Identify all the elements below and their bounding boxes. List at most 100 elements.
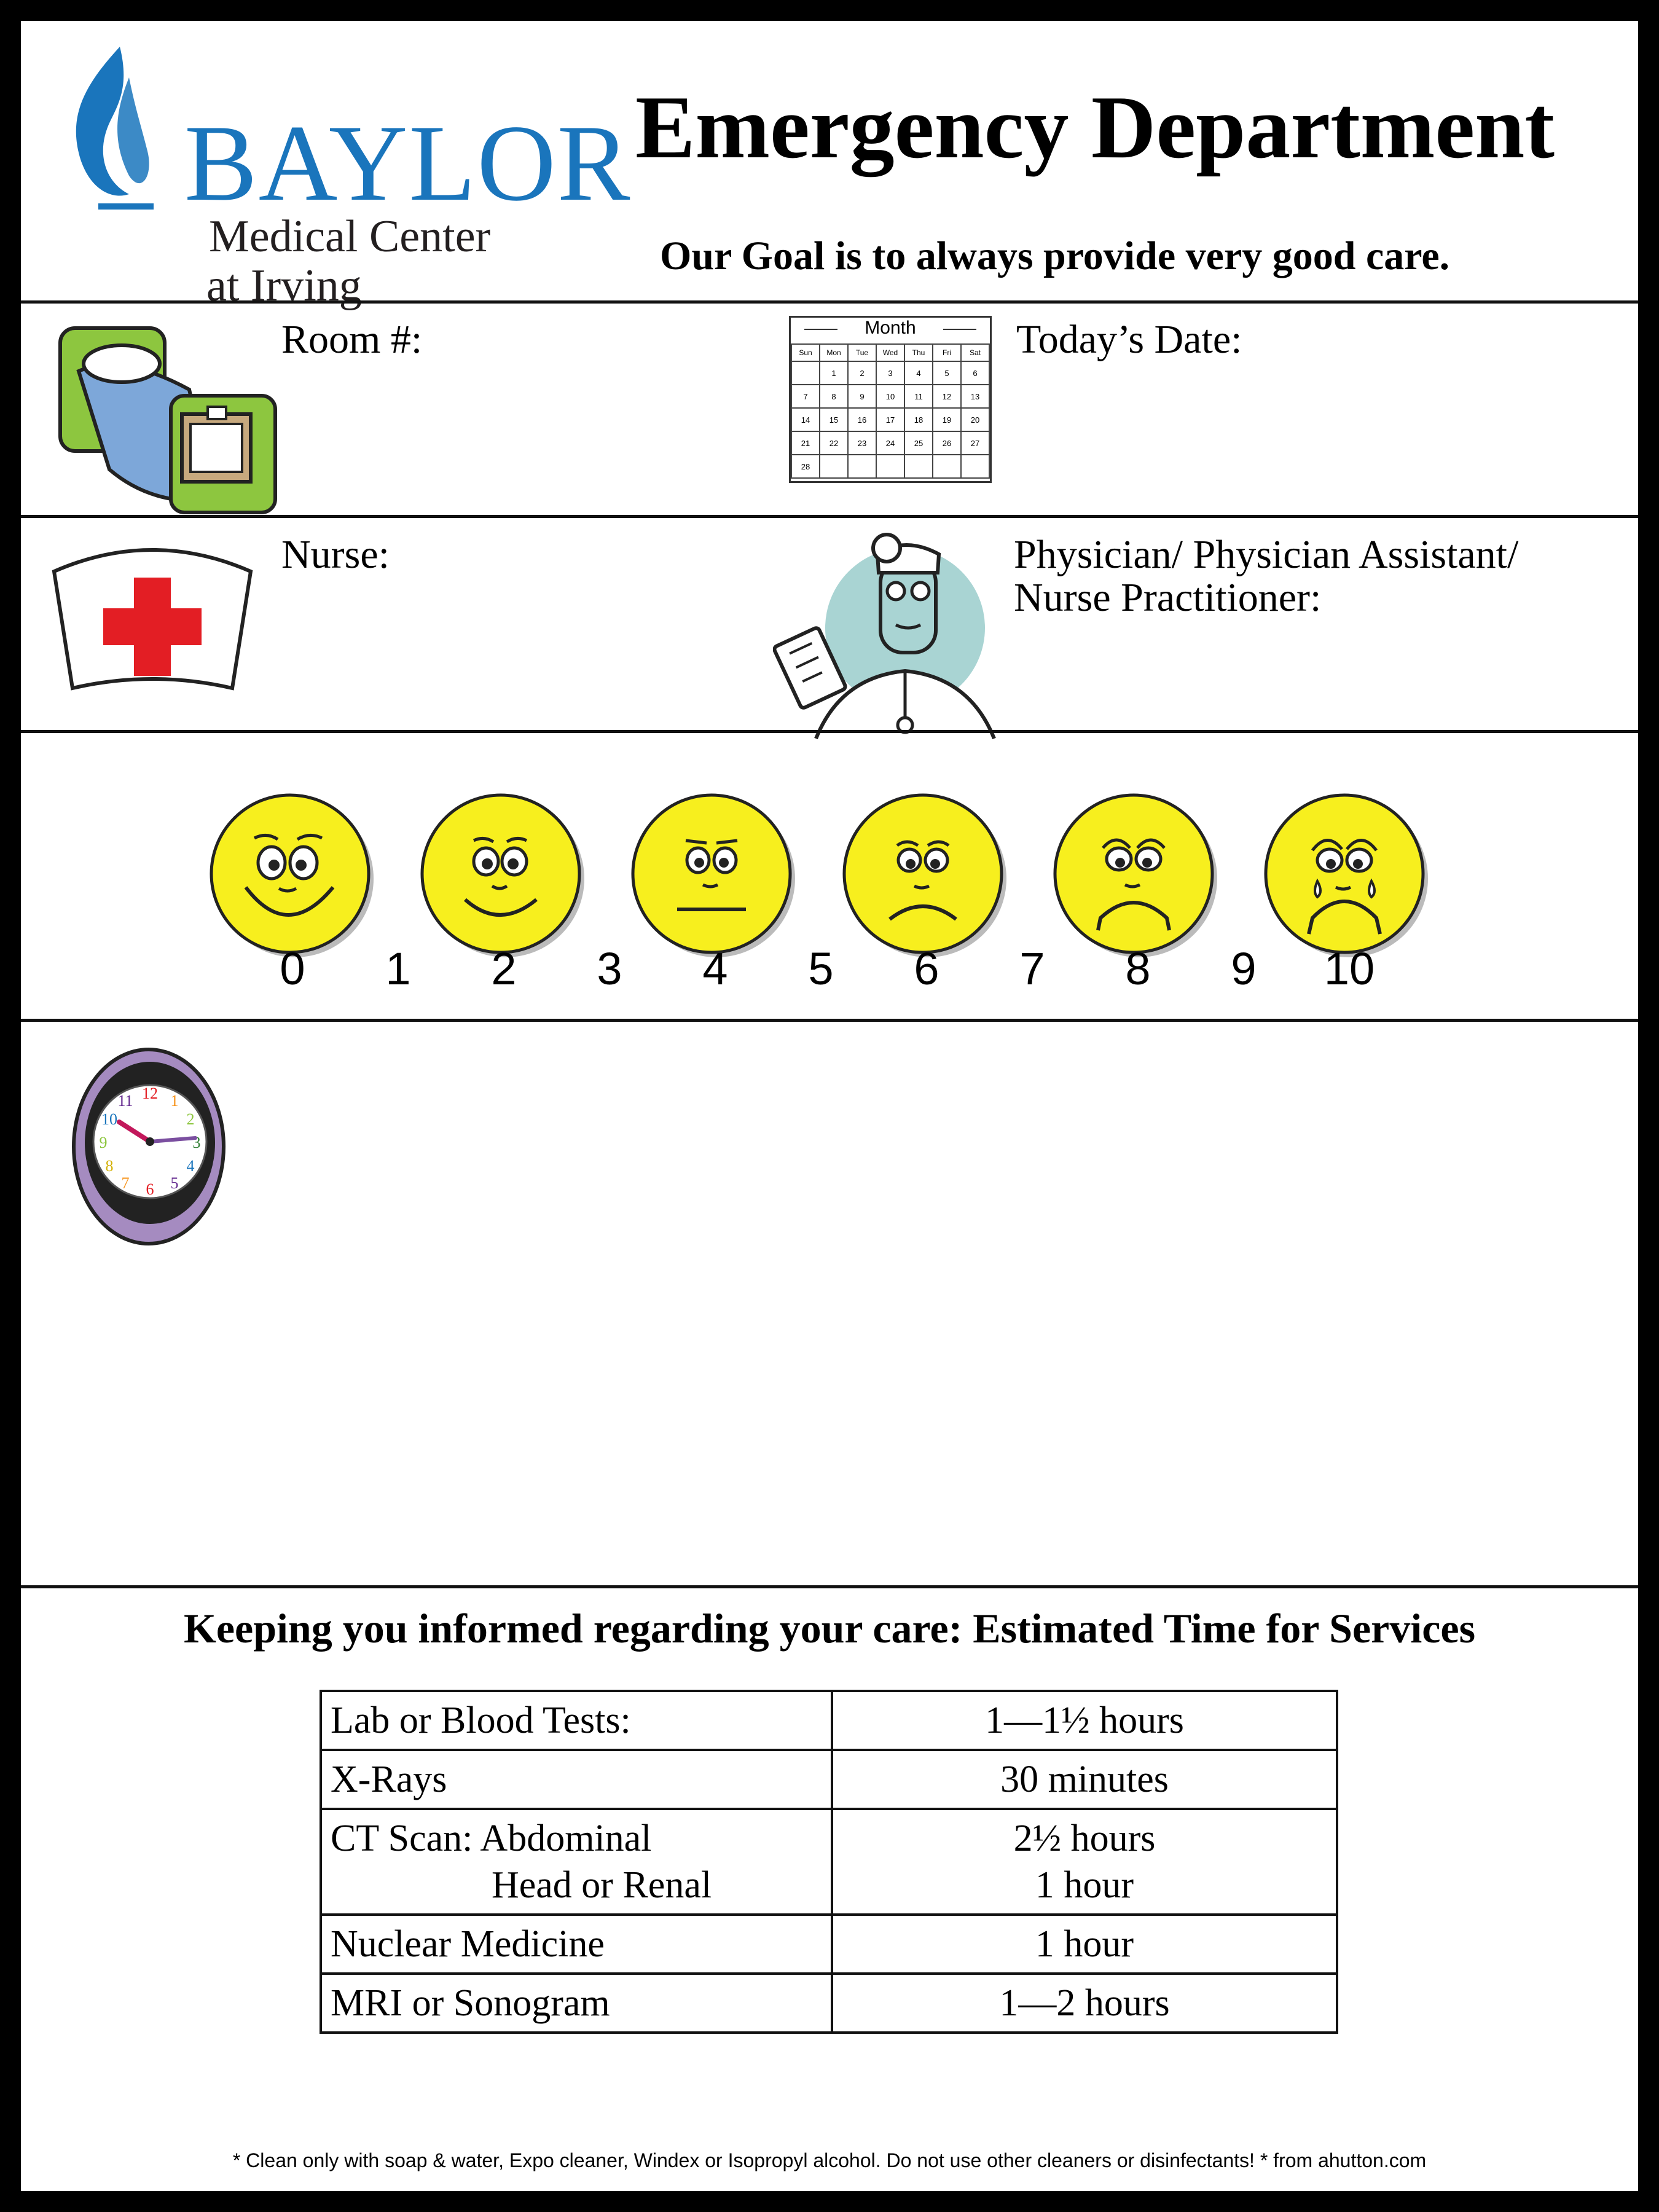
nurse-label: Nurse:	[281, 532, 390, 577]
calendar-weekday: Thu	[904, 343, 933, 362]
svg-text:1: 1	[171, 1092, 179, 1110]
calendar-weekday: Mon	[819, 343, 849, 362]
goal-statement: Our Goal is to always provide very good …	[660, 233, 1450, 278]
pain-scale-number: 5	[808, 943, 834, 994]
services-table: Lab or Blood Tests: 1—1½ hours X-Rays 30…	[320, 1690, 1338, 2034]
service-time: 30 minutes	[831, 1749, 1338, 1810]
calendar-day: 18	[904, 407, 933, 432]
calendar-day: 6	[960, 361, 990, 385]
doctor-icon	[773, 533, 996, 740]
face-no-hurt-icon	[205, 789, 377, 961]
calendar-day: 11	[904, 384, 933, 409]
pain-scale-number: 9	[1231, 943, 1257, 994]
calendar-day: 5	[932, 361, 962, 385]
calendar-day: 17	[876, 407, 905, 432]
divider	[21, 300, 1638, 304]
divider	[21, 730, 1638, 733]
physician-label-line2: Nurse Practitioner:	[1014, 575, 1322, 620]
divider	[21, 1019, 1638, 1022]
service-name: Head or Renal	[492, 1864, 712, 1906]
table-row: CT Scan: Abdominal Head or Renal 2½ hour…	[320, 1808, 1338, 1916]
divider	[21, 515, 1638, 518]
svg-text:2: 2	[187, 1110, 195, 1128]
calendar-day: 28	[791, 454, 820, 479]
calendar-day: 3	[876, 361, 905, 385]
calendar-day: 14	[791, 407, 820, 432]
calendar-day: 9	[847, 384, 877, 409]
svg-text:9: 9	[100, 1134, 108, 1151]
calendar-day: 22	[819, 431, 849, 455]
calendar-day	[960, 454, 990, 479]
calendar-month: Month	[865, 318, 916, 338]
calendar-day: 8	[819, 384, 849, 409]
svg-text:5: 5	[171, 1174, 179, 1192]
calendar-day	[932, 454, 962, 479]
calendar-day: 4	[904, 361, 933, 385]
service-name: Nuclear Medicine	[320, 1913, 833, 1975]
date-label: Today’s Date:	[1016, 317, 1242, 362]
nurse-cap-icon	[52, 548, 253, 691]
calendar-day: 10	[876, 384, 905, 409]
service-name: CT Scan: Abdominal	[331, 1818, 652, 1859]
table-row: Lab or Blood Tests: 1—1½ hours	[320, 1690, 1338, 1751]
face-hurts-whole-lot-icon	[1049, 789, 1221, 961]
logo-name: BAYLOR	[184, 102, 632, 224]
calendar-day	[847, 454, 877, 479]
calendar-day: 16	[847, 407, 877, 432]
calendar-weekday: Sun	[791, 343, 820, 362]
calendar-day: 7	[791, 384, 820, 409]
pain-scale-number: 6	[914, 943, 939, 994]
table-row: Nuclear Medicine 1 hour	[320, 1913, 1338, 1975]
hospital-bed-icon	[58, 326, 277, 514]
calendar-weekday: Wed	[876, 343, 905, 362]
service-time: 1—1½ hours	[831, 1690, 1338, 1751]
calendar-icon: Month Sun Mon Tue Wed Thu Fri Sat 1 2 3 …	[789, 316, 992, 483]
calendar-day: 20	[960, 407, 990, 432]
calendar-grid: Sun Mon Tue Wed Thu Fri Sat 1 2 3 4 5 6 …	[791, 343, 990, 479]
face-hurts-little-icon	[416, 789, 588, 961]
pain-scale-number: 7	[1019, 943, 1045, 994]
cleaning-footnote: * Clean only with soap & water, Expo cle…	[232, 2149, 1427, 2171]
room-label: Room #:	[281, 317, 423, 362]
svg-text:11: 11	[117, 1092, 133, 1110]
divider	[21, 1585, 1638, 1588]
calendar-weekday: Tue	[847, 343, 877, 362]
calendar-day	[876, 454, 905, 479]
calendar-day: 13	[960, 384, 990, 409]
flame-icon	[76, 47, 154, 210]
calendar-day	[819, 454, 849, 479]
pain-scale-number: 2	[491, 943, 517, 994]
service-time: 1 hour	[1035, 1864, 1134, 1906]
clock-icon: 12 1 2 3 4 5 6 7 8 9 10 11	[72, 1048, 226, 1245]
face-hurts-even-more-icon	[838, 789, 1010, 961]
pain-scale-number: 0	[280, 943, 305, 994]
calendar-weekday: Fri	[932, 343, 962, 362]
face-hurts-more-icon	[627, 789, 799, 961]
logo-subtitle-line1: Medical Center	[209, 211, 491, 262]
svg-text:8: 8	[106, 1157, 114, 1175]
service-time: 1—2 hours	[831, 1972, 1338, 2034]
calendar-day: 23	[847, 431, 877, 455]
calendar-day	[904, 454, 933, 479]
calendar-day: 25	[904, 431, 933, 455]
pain-scale-number: 3	[597, 943, 622, 994]
calendar-day: 1	[819, 361, 849, 385]
svg-text:6: 6	[146, 1180, 154, 1198]
calendar-day: 27	[960, 431, 990, 455]
pain-scale-number: 4	[702, 943, 728, 994]
pain-scale-number: 8	[1125, 943, 1151, 994]
service-time: 1 hour	[831, 1913, 1338, 1975]
pain-scale-number: 10	[1324, 943, 1375, 994]
baylor-logo: BAYLOR Medical Center at Irving	[61, 41, 630, 311]
calendar-day: 26	[932, 431, 962, 455]
calendar-day: 15	[819, 407, 849, 432]
service-name: Lab or Blood Tests:	[320, 1690, 833, 1751]
svg-text:12: 12	[142, 1084, 158, 1102]
svg-text:4: 4	[187, 1157, 195, 1175]
whiteboard: BAYLOR Medical Center at Irving Emergenc…	[21, 21, 1638, 2191]
table-row: MRI or Sonogram 1—2 hours	[320, 1972, 1338, 2034]
calendar-day: 19	[932, 407, 962, 432]
calendar-day: 24	[876, 431, 905, 455]
service-name-cell: CT Scan: Abdominal Head or Renal	[320, 1808, 833, 1916]
service-time-cell: 2½ hours 1 hour	[831, 1808, 1338, 1916]
